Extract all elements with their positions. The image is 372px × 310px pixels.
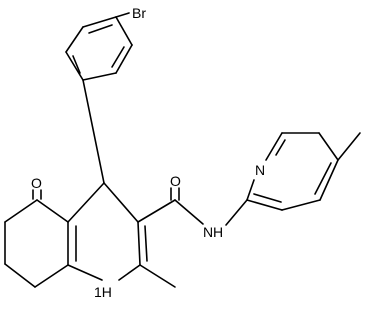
bond xyxy=(115,16,133,46)
bond-c-br xyxy=(115,12,130,18)
inner-double-bond xyxy=(314,162,332,195)
bond xyxy=(118,264,141,281)
inner-double-bond xyxy=(111,46,125,68)
bond xyxy=(318,132,339,161)
bond xyxy=(82,16,117,28)
bond xyxy=(67,264,103,281)
bond-carbonyl-n xyxy=(174,199,204,225)
bond xyxy=(246,179,255,201)
amide-oxygen-label: O xyxy=(170,173,181,189)
bond xyxy=(4,263,36,288)
bromophenyl-ring xyxy=(65,16,133,81)
bond xyxy=(103,182,139,223)
inner-double-bond xyxy=(275,139,286,156)
ring-nh-label: 1H xyxy=(94,284,112,300)
methylpyridine-ring xyxy=(246,132,339,211)
bond-methyl xyxy=(139,264,176,288)
inner-double-bond xyxy=(72,55,81,74)
cyclohexanone-ring xyxy=(4,199,69,288)
bond xyxy=(246,199,283,211)
bond-c3-carbonyl xyxy=(137,199,176,223)
ketone-oxygen-label: O xyxy=(31,175,42,191)
bond-pyridine-methyl xyxy=(337,132,361,161)
pyridine-n-label: N xyxy=(255,162,265,178)
bromine-label: Br xyxy=(132,5,146,21)
bond xyxy=(137,221,141,266)
bond xyxy=(319,159,339,201)
ring-nh-text: 1H xyxy=(94,284,112,300)
bond xyxy=(82,72,117,81)
bond xyxy=(265,132,283,161)
bond xyxy=(115,44,133,74)
inner-double-bond xyxy=(144,225,148,262)
bond xyxy=(65,26,84,53)
dihydropyridine-ring xyxy=(67,182,148,281)
bond xyxy=(67,182,105,223)
amide-n-label: N xyxy=(203,224,213,240)
bond xyxy=(65,51,84,81)
bond-phenyl-c4 xyxy=(82,79,105,184)
bond xyxy=(34,264,69,288)
bond xyxy=(4,199,38,223)
bond xyxy=(36,199,69,223)
bond xyxy=(281,199,321,211)
bond-n-pyridine xyxy=(225,199,248,226)
amide-h-label: H xyxy=(213,224,223,240)
inner-double-bond xyxy=(253,193,282,203)
inner-double-bond xyxy=(88,24,113,34)
